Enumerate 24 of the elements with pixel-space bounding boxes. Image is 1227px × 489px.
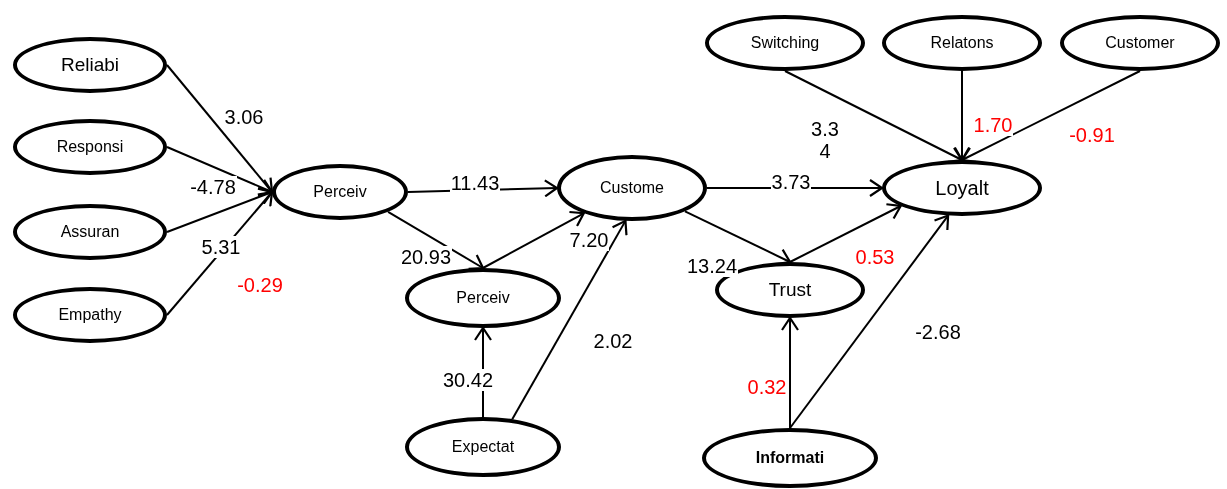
arrow xyxy=(166,146,274,196)
node-label: Assuran xyxy=(60,223,120,241)
arrow xyxy=(780,316,800,429)
node-label: Perceiv xyxy=(456,289,510,307)
arrow xyxy=(960,70,1141,163)
arrow xyxy=(784,70,964,163)
node-label: Responsi xyxy=(56,138,124,156)
node-label: Loyalt xyxy=(935,176,989,200)
node-label: Perceiv xyxy=(313,183,367,201)
node-label: Empathy xyxy=(58,306,122,324)
node-label: Informati xyxy=(755,449,825,467)
edge-label: 5.31 xyxy=(200,236,242,258)
arrow xyxy=(789,214,950,429)
node-label: Switching xyxy=(750,34,820,52)
node-label: Expectat xyxy=(451,438,515,456)
arrow xyxy=(387,210,485,270)
node-label: Reliabi xyxy=(60,54,120,76)
arrow xyxy=(789,203,902,263)
arrow xyxy=(482,210,585,269)
node-label: Relatons xyxy=(930,34,994,52)
node-label: Customer xyxy=(1105,34,1175,52)
node-label: Custome xyxy=(600,179,664,197)
edge-label: 30.42 xyxy=(441,369,495,391)
node-label: Trust xyxy=(768,279,812,301)
